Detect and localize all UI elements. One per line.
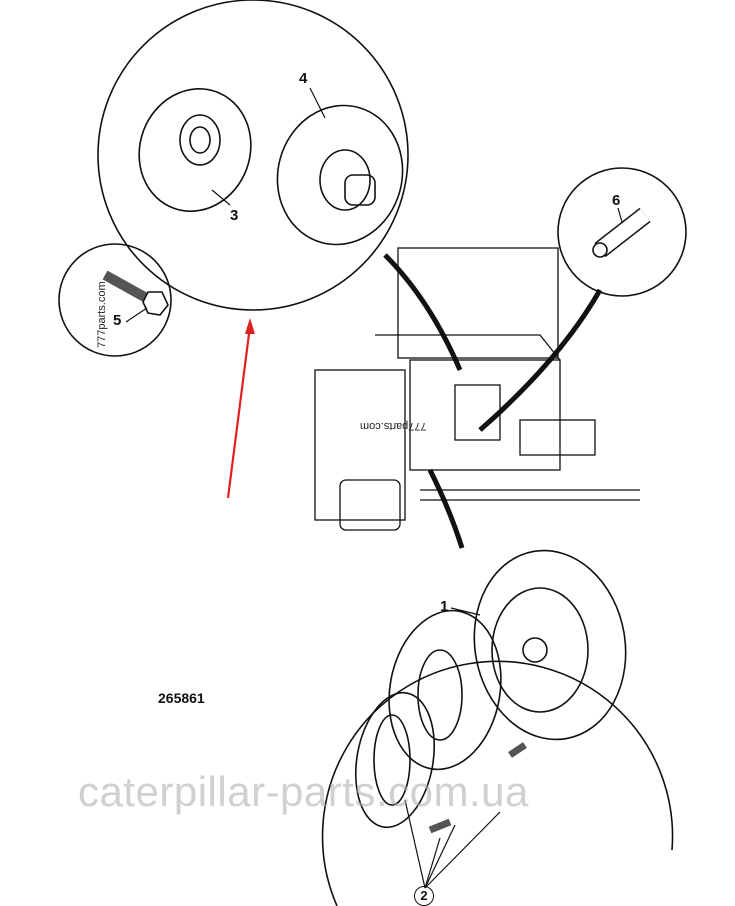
sleeve-6 [592,207,651,258]
leader-line [383,253,463,371]
watermark-small-1: 777parts.com [96,281,108,348]
callout-5: 5 [113,312,122,329]
bolts-2 [428,742,527,834]
watermark-small-2: 777parts.com [360,420,427,432]
callout-3: 3 [230,207,239,224]
callout-leaders [125,87,623,889]
detail-circle-sleeve [557,167,687,297]
watermark-large: caterpillar-parts.com.ua [78,768,529,815]
spacer-ring [354,691,436,829]
detail-circle-bolt [58,243,172,357]
drawing-number: 265861 [158,690,205,706]
leader-line [427,468,465,549]
red-arrow-head [245,318,255,334]
coupling-3 [138,87,252,213]
callout-6: 6 [612,192,621,209]
clutch-plate-1 [473,549,627,741]
bolt-5 [102,270,169,316]
coupling-4 [276,104,404,246]
callout-4: 4 [299,70,308,87]
callout-1: 1 [440,598,449,615]
transmission-housing [314,247,640,531]
detail-circle-bottom [321,660,674,906]
red-arrow [226,325,252,499]
detail-circle-top [97,0,409,311]
flange-plate [388,609,502,771]
callout-2: 2 [414,886,434,906]
